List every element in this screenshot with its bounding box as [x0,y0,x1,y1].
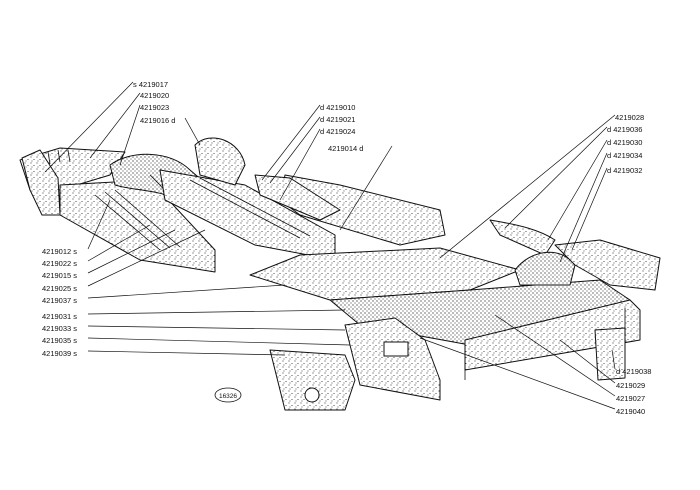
part-number-label: d 4219030 [607,138,642,147]
leader-line [87,309,346,315]
leader-line [419,337,616,410]
part-number-label: 4219016 d [140,116,175,125]
left-part-labels: s 4219017 4219020 4219023 4219016 d 4219012 … [42,80,351,358]
part-number-label: 4219023 [140,103,169,112]
part-number-label: s 4219017 [133,80,168,89]
leader-line [87,350,286,356]
part-number-label: 4219039 s [42,349,77,358]
part-number-label: d 4219024 [320,127,355,136]
middle-part-labels: d 4219010 d 4219021 d 4219024 4219014 d [261,103,393,231]
drawing-number-badge: 16326 [214,387,242,403]
leader-line [559,152,608,263]
part-number-label: d 4219032 [607,166,642,175]
part-number-label: 4219012 s [42,247,77,256]
part-number-label: 4219014 d [328,144,363,153]
part-number-label: 4219035 s [42,336,77,345]
leader-line [559,339,616,384]
part-number-label: d 4219038 [616,367,651,376]
right-bottom-part-labels: d 4219038 4219029 4219027 4219040 [419,314,651,416]
leader-line [87,325,346,331]
rear-wheelarch-cover-right [514,251,576,286]
part-number-label: d 4219034 [607,151,642,160]
part-number-label: d 4219021 [320,115,355,124]
part-number-label: 4219031 s [42,312,77,321]
leader-line [494,314,616,397]
part-number-label: 4219025 s [42,284,77,293]
center-strip [254,174,341,221]
part-number-label: d 4219010 [320,103,355,112]
leader-line [571,167,608,251]
leader-line [44,81,134,173]
leader-line [87,199,111,250]
leader-line [279,128,321,201]
leader-line [119,104,141,166]
leader-line [184,117,201,146]
right-top-part-labels: 4219028 d 4219036 d 4219030 d 4219034 d 4219… [439,113,644,263]
leader-line [439,114,616,259]
rear-quarter-panel [554,239,661,291]
part-number-label: 4219022 s [42,259,77,268]
part-number-label: 4219033 s [42,324,77,333]
rear-floor-mat-left [194,137,246,186]
leader-line [261,104,321,181]
leader-line [504,126,608,229]
part-number-label: 4219029 [616,381,645,390]
drawing-number: 16326 [219,393,237,400]
leader-line [87,224,151,262]
part-number-label: 4219020 [140,91,169,100]
leader-line [611,349,616,370]
leader-line [547,139,608,241]
part-number-label: 4219015 s [42,271,77,280]
part-number-label: 4219040 [616,407,645,416]
leader-line [87,229,206,287]
front-panel-cover [344,317,441,401]
leader-line [269,116,321,184]
leader-line [87,284,286,299]
rear-side-panel-lower [594,327,626,381]
front-support [269,349,356,411]
leader-line [339,145,393,231]
leader-line [87,337,351,346]
part-number-label: d 4219036 [607,125,642,134]
leader-line [87,229,176,274]
rear-wheelarch-cover-left [489,219,556,256]
part-number-label: 4219037 s [42,296,77,305]
leader-line [89,92,141,159]
part-number-label: 4219028 [615,113,644,122]
rear-board [464,299,641,380]
part-number-label: 4219027 [616,394,645,403]
